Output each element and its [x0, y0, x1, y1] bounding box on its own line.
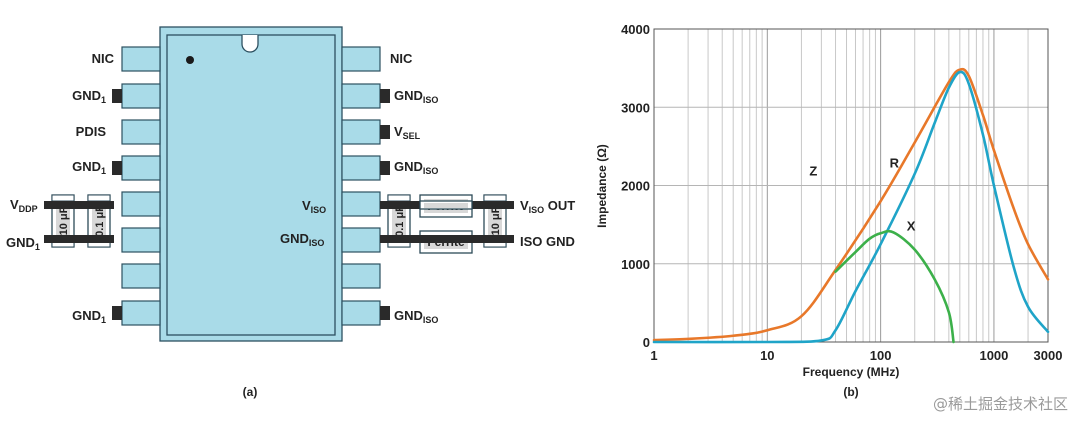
- pin-label-gnd1-c: GND1: [6, 235, 40, 252]
- inner-label-gndiso: GNDISO: [280, 231, 324, 248]
- caption-a: (a): [243, 385, 258, 399]
- pin-right-10: [341, 263, 381, 289]
- y-tick-label: 1000: [621, 257, 650, 272]
- y-tick-label: 0: [643, 335, 650, 350]
- caption-b: (b): [843, 385, 858, 399]
- ic-inner-body: [166, 34, 336, 336]
- pin-left-ground-tab: [112, 161, 122, 175]
- pin-label-gnd1-d: GND1: [72, 308, 106, 325]
- trace-gnd1: [44, 235, 114, 243]
- series-line-x: [834, 229, 955, 344]
- pin-right-16: [341, 46, 381, 72]
- series-label-r: R: [890, 156, 900, 171]
- pin-left-1: [121, 46, 161, 72]
- pin-right-15: [341, 83, 381, 109]
- x-tick-label: 1: [650, 348, 657, 363]
- pin-left-3: [121, 119, 161, 145]
- pin-label-nic-left: NIC: [92, 51, 115, 66]
- pin-left-8: [121, 300, 161, 326]
- x-tick-label: 3000: [1034, 348, 1063, 363]
- pin-left-4: [121, 155, 161, 181]
- y-tick-label: 2000: [621, 179, 650, 194]
- pin-label-pdis: PDIS: [76, 124, 107, 139]
- cap-01uf-left: 0.1 μF: [87, 194, 111, 248]
- series-line-r: [652, 70, 1050, 344]
- pin-left-ground-tab: [112, 306, 122, 320]
- pin-right-ground-tab: [380, 306, 390, 320]
- plot-frame: [653, 28, 1049, 343]
- x-tick-label: 10: [760, 348, 774, 363]
- pin-label-gndiso-b: GNDISO: [394, 159, 438, 176]
- output-label-viso-out: VISO OUT: [520, 198, 575, 215]
- pin-right-ground-tab: [380, 125, 390, 139]
- chart-gridlines: [653, 29, 1049, 342]
- pin-left-ground-tab: [112, 89, 122, 103]
- series-line-z: [652, 67, 1050, 342]
- pin-label-nic-right: NIC: [390, 51, 413, 66]
- inner-label-viso: VISO: [302, 198, 326, 215]
- pin-label-gnd1-a: GND1: [72, 88, 106, 105]
- svg-text:10 μF: 10 μF: [490, 206, 502, 235]
- series-label-x: X: [907, 218, 916, 233]
- pin-right-9: [341, 300, 381, 326]
- watermark: @稀土掘金技术社区: [932, 395, 1068, 413]
- svg-text:0.1 μF: 0.1 μF: [94, 205, 106, 237]
- pin1-marker: [186, 56, 194, 64]
- pin-left-6: [121, 227, 161, 253]
- pin-label-vddp: VDDP: [10, 197, 38, 214]
- pin-label-gnd1-b: GND1: [72, 159, 106, 176]
- pin-left-5: [121, 191, 161, 217]
- y-tick-label: 3000: [621, 100, 650, 115]
- impedance-chart: 1 10 100 1000 3000 0 1000 2000 3000 4000 Z R X Fre…: [595, 22, 1062, 399]
- pin-right-12: [341, 191, 381, 217]
- ic-package-diagram: NIC GND1 PDIS GND1 VDDP GND1 GND1 NIC GN…: [6, 26, 575, 399]
- pin-right-ground-tab: [380, 161, 390, 175]
- x-axis-label: Frequency (MHz): [803, 365, 900, 379]
- y-axis-label: Impedance (Ω): [595, 144, 609, 228]
- pin-right-11: [341, 227, 381, 253]
- x-tick-label: 100: [870, 348, 892, 363]
- y-tick-label: 4000: [621, 22, 650, 37]
- ic-notch: [241, 35, 259, 53]
- pin-label-gndiso-a: GNDISO: [394, 88, 438, 105]
- output-label-iso-gnd: ISO GND: [520, 234, 575, 249]
- cap-10uf-right: 10 μF: [483, 194, 507, 248]
- trace-vddp: [44, 201, 114, 209]
- cap-10uf-left: 10 μF: [51, 194, 75, 248]
- pin-right-14: [341, 119, 381, 145]
- pin-right-ground-tab: [380, 89, 390, 103]
- svg-text:0.1 μF: 0.1 μF: [394, 205, 406, 237]
- trace-gndiso: [380, 235, 514, 243]
- pin-label-vsel: VSEL: [394, 124, 421, 141]
- pin-left-7: [121, 263, 161, 289]
- pin-right-13: [341, 155, 381, 181]
- svg-text:10 μF: 10 μF: [58, 206, 70, 235]
- pin-left-2: [121, 83, 161, 109]
- series-label-z: Z: [809, 164, 817, 179]
- x-tick-label: 1000: [979, 348, 1008, 363]
- pin-label-gndiso-c: GNDISO: [394, 308, 438, 325]
